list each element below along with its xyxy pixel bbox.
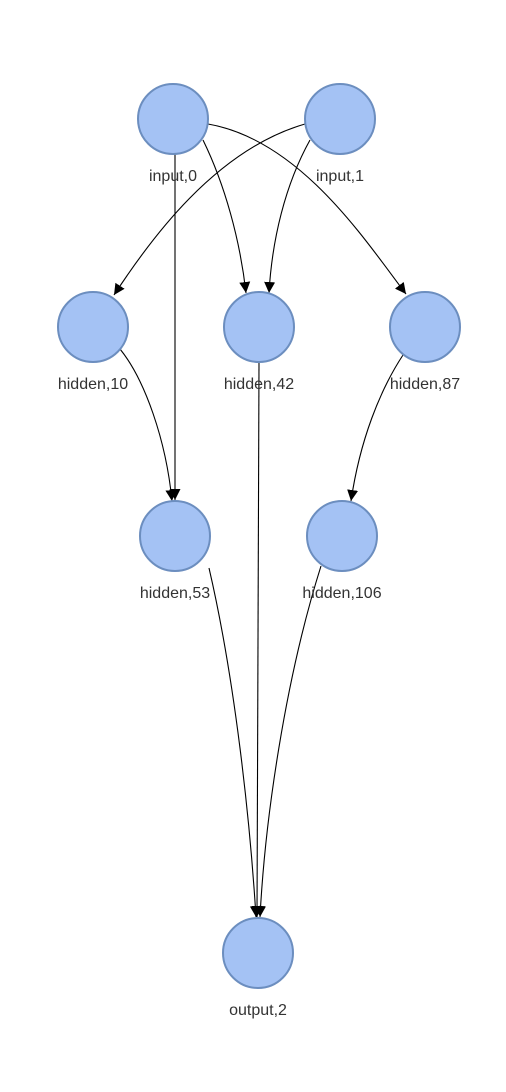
- node-circle[interactable]: [222, 917, 294, 989]
- node-circle[interactable]: [57, 291, 129, 363]
- node-label: hidden,10: [58, 376, 128, 393]
- node-label: output,2: [229, 1002, 287, 1019]
- edge-input-0-to-hidden-87: [207, 123, 407, 295]
- node-label: hidden,42: [224, 376, 294, 393]
- edge-input-0-to-hidden-42: [202, 139, 251, 294]
- node-input-0[interactable]: input,0: [137, 83, 209, 185]
- node-circle[interactable]: [304, 83, 376, 155]
- edge-input-1-to-hidden-42: [264, 139, 311, 294]
- node-circle[interactable]: [223, 291, 295, 363]
- edge-hidden-87-to-hidden-106: [347, 354, 404, 502]
- nodes-layer: input,0 input,1 hidden,10 hidden,42 hidden,8…: [57, 83, 461, 1019]
- node-label: hidden,53: [140, 585, 210, 602]
- node-hidden-87[interactable]: hidden,87: [389, 291, 461, 393]
- edges-layer: [113, 123, 407, 918]
- edge-input-1-to-hidden-10: [113, 123, 306, 296]
- node-circle[interactable]: [139, 500, 211, 572]
- edge-hidden-10-to-hidden-53: [119, 348, 177, 502]
- node-hidden-10[interactable]: hidden,10: [57, 291, 129, 393]
- edge-hidden-42-to-output-2: [251, 361, 263, 918]
- node-label: input,1: [316, 168, 364, 185]
- node-label: hidden,106: [302, 585, 381, 602]
- node-circle[interactable]: [389, 291, 461, 363]
- node-hidden-53[interactable]: hidden,53: [139, 500, 211, 602]
- edge-hidden-53-to-output-2: [208, 567, 261, 918]
- node-input-1[interactable]: input,1: [304, 83, 376, 185]
- node-circle[interactable]: [137, 83, 209, 155]
- node-hidden-106[interactable]: hidden,106: [302, 500, 382, 602]
- node-output-2[interactable]: output,2: [222, 917, 294, 1019]
- node-hidden-42[interactable]: hidden,42: [223, 291, 295, 393]
- edge-hidden-106-to-output-2: [255, 565, 322, 918]
- node-label: hidden,87: [390, 376, 460, 393]
- node-circle[interactable]: [306, 500, 378, 572]
- node-label: input,0: [149, 168, 197, 185]
